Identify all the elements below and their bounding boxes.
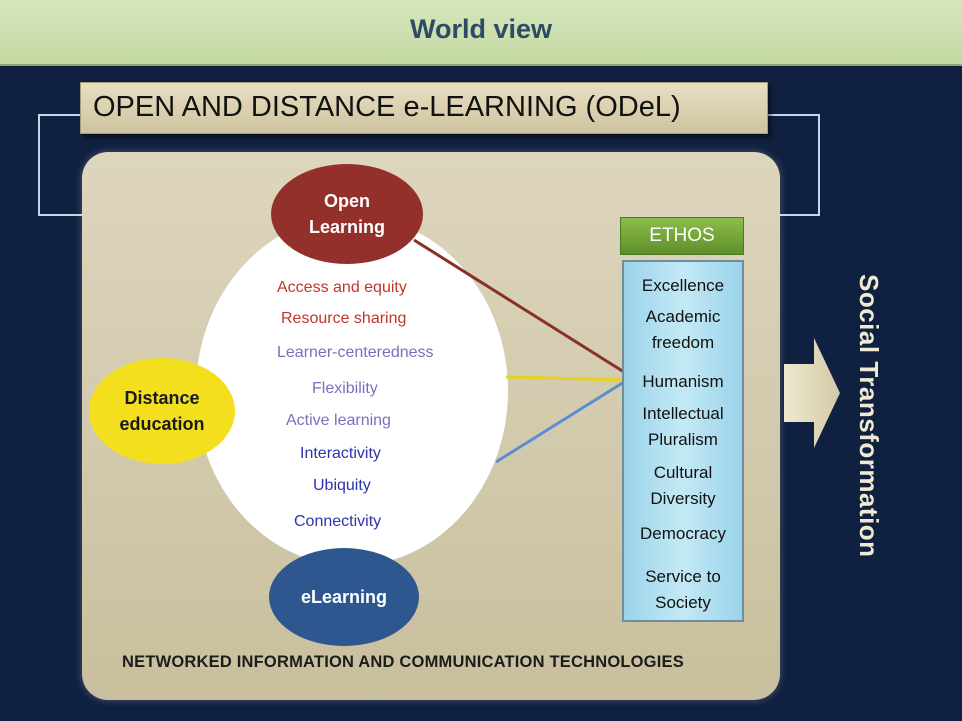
distance-education-connector (505, 375, 625, 382)
elearning-circle: eLearning (269, 548, 419, 646)
value-active-learning: Active learning (286, 412, 391, 429)
header-band (0, 0, 962, 66)
ethos-item-democracy: Democracy (640, 524, 726, 543)
odel-bracket-left-end (38, 214, 82, 216)
odel-banner: OPEN AND DISTANCE e-LEARNING (ODeL) (80, 82, 768, 134)
social-transformation-label: Social Transformation (854, 274, 884, 558)
ethos-title: ETHOS (620, 217, 744, 255)
open-learning-label: Open Learning (308, 191, 385, 237)
elearning-connector (495, 380, 625, 464)
value-learner-centeredness: Learner-centeredness (277, 344, 434, 361)
value-connectivity: Connectivity (294, 513, 382, 530)
open-learning-circle: Open Learning (271, 164, 423, 264)
ethos-item-academic-freedom: Academic freedom (645, 307, 721, 352)
distance-education-circle: Distance education (89, 358, 235, 464)
values-ellipse (196, 216, 508, 566)
ethos-item-intellectual-pluralism: Intellectual Pluralism (642, 404, 724, 449)
ethos-item-humanism: Humanism (642, 372, 724, 391)
elearning-label: eLearning (300, 587, 388, 607)
value-resource-sharing: Resource sharing (281, 310, 407, 327)
page-title: World view (409, 14, 553, 44)
networked-ict-label: NETWORKED INFORMATION AND COMMUNICATION … (122, 653, 684, 671)
odel-bracket-right-end (774, 214, 818, 216)
transformation-arrow-icon (784, 338, 840, 448)
open-learning-connector (413, 238, 625, 374)
odel-title: OPEN AND DISTANCE e-LEARNING (ODeL) (93, 91, 681, 123)
ethos-list: Excellence Academic freedom Humanism Int… (622, 260, 744, 622)
value-interactivity: Interactivity (300, 445, 381, 462)
ethos-item-excellence: Excellence (641, 276, 725, 295)
value-access-equity: Access and equity (277, 279, 407, 296)
ethos-item-service-to-society: Service to Society (645, 567, 721, 612)
value-ubiquity: Ubiquity (313, 477, 371, 494)
value-flexibility: Flexibility (312, 380, 378, 397)
distance-education-label: Distance education (119, 388, 205, 434)
ethos-item-cultural-diversity: Cultural Diversity (650, 463, 716, 508)
